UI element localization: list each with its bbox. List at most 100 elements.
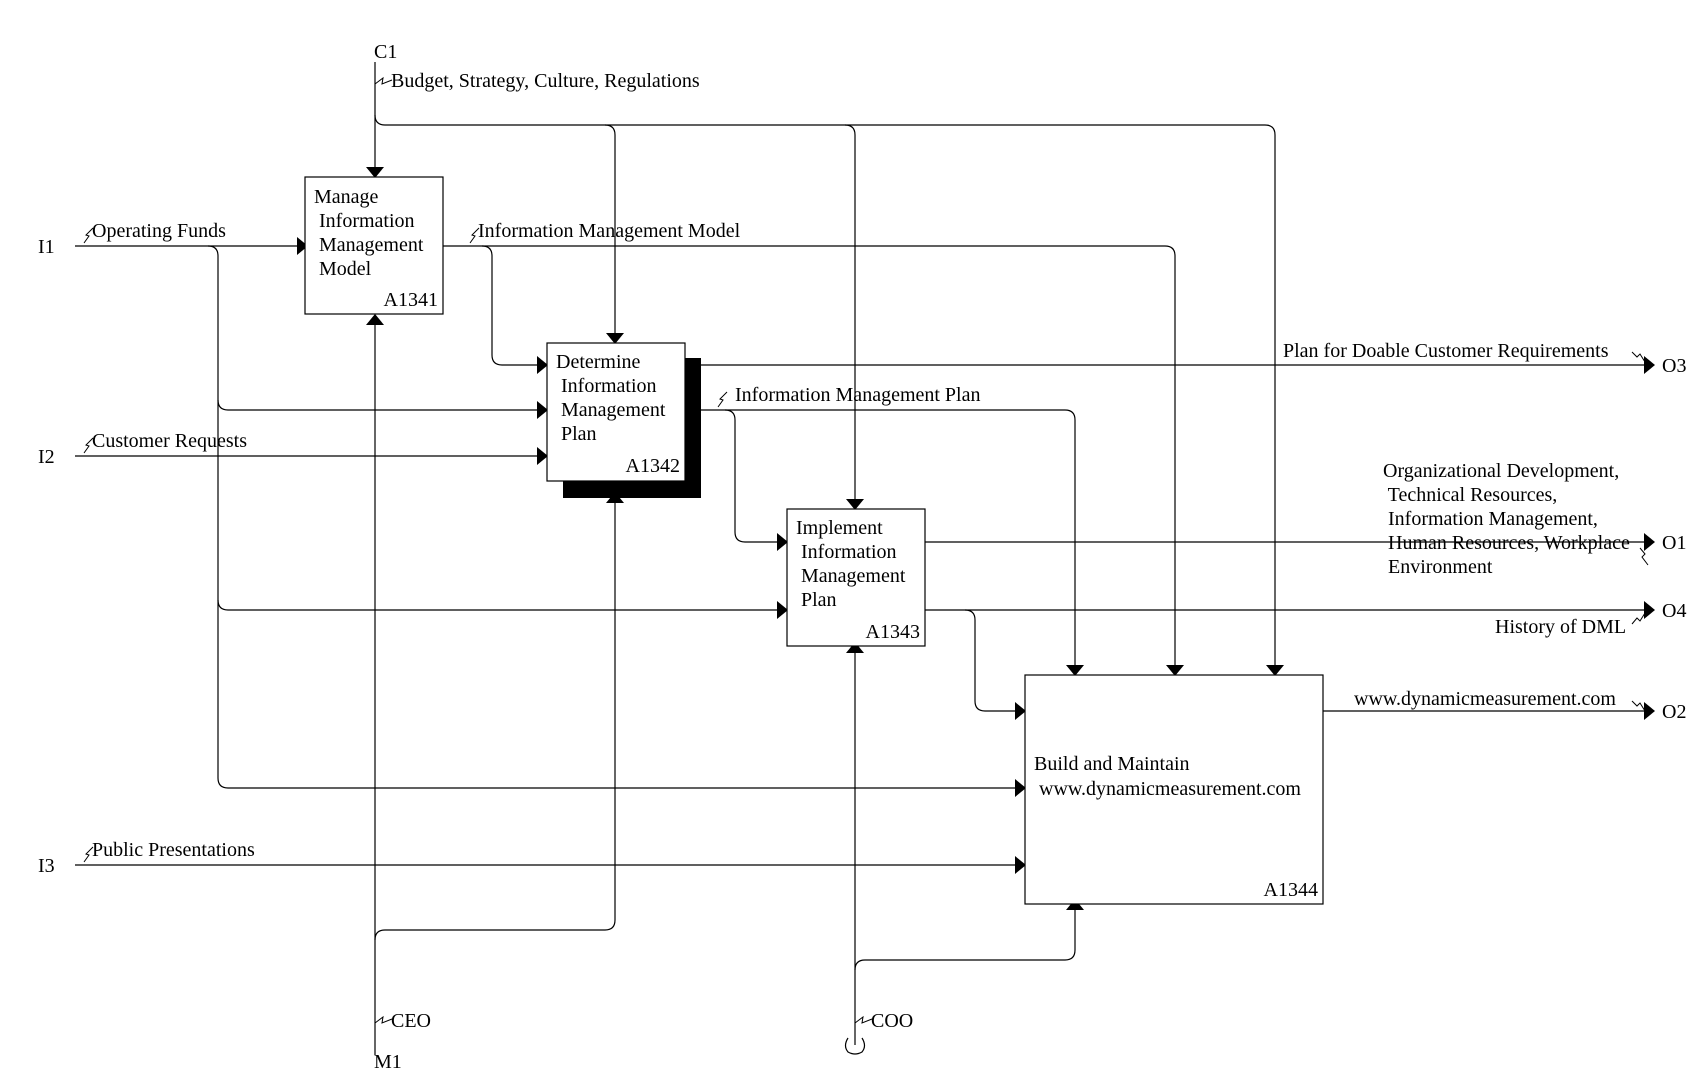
box-a1341-line-3: Management [314, 234, 424, 256]
i1-branch-to-a1342 [217, 399, 538, 411]
label-org-dev-2: Technical Resources, [1383, 484, 1557, 506]
label-operating-funds: Operating Funds [92, 220, 226, 242]
squiggle-org-dev [1639, 547, 1649, 566]
box-a1344-line-2: www.dynamicmeasurement.com [1034, 778, 1301, 800]
box-a1344-frame [1024, 674, 1324, 905]
box-a1342-line-3: Management [556, 399, 666, 421]
tunnel-o4: O4 [1662, 600, 1686, 622]
plan-arrow-to-a1343 [724, 409, 778, 543]
model-arrow-to-a1344 [443, 245, 1176, 666]
arrowhead-i1-a1342 [537, 401, 548, 419]
label-org-dev-5: Environment [1383, 556, 1493, 578]
box-a1341-line-1: Manage [314, 186, 379, 208]
label-ceo: CEO [391, 1010, 431, 1032]
arrowhead-o1 [1644, 533, 1655, 551]
squiggle-plan [717, 391, 728, 408]
arrowhead-m1-a1341 [366, 314, 384, 325]
c1-branch-to-a1344 [845, 124, 1276, 666]
label-org-dev-4: Human Resources, Workplace [1383, 532, 1630, 554]
a1343-to-a1344-arrow [964, 609, 1016, 712]
i1-branch-down [207, 245, 1016, 789]
tunnel-i1: I1 [38, 236, 55, 258]
arrowhead-model-a1344 [1166, 665, 1184, 676]
squiggle-website [1631, 700, 1646, 712]
model-arrow-to-a1342 [481, 245, 538, 366]
arrowhead-c1-a1344 [1266, 665, 1284, 676]
squiggle-plan-doable [1631, 351, 1646, 363]
coo-branch-to-a1344 [854, 903, 1076, 971]
label-info-mgmt-model: Information Management Model [478, 220, 741, 242]
arrowhead-o4 [1644, 601, 1655, 619]
activity-box-a1343[interactable]: Implement Information Management Plan A1… [786, 508, 926, 647]
arrowhead-i1-a1344 [1015, 779, 1026, 797]
box-a1341-number: A1341 [384, 289, 438, 311]
box-a1342-frame [546, 342, 686, 482]
squiggle-coo [854, 1015, 873, 1024]
arrowhead-c1-a1342 [606, 333, 624, 344]
label-org-dev-3: Information Management, [1383, 508, 1598, 530]
label-public-presentations: Public Presentations [92, 839, 255, 861]
arrowhead-c1-a1343 [846, 499, 864, 510]
arrow-labels: Budget, Strategy, Culture, Regulations O… [92, 70, 1630, 1032]
label-website: www.dynamicmeasurement.com [1354, 688, 1616, 710]
i1-branch-to-a1343 [217, 599, 778, 611]
box-a1343-number: A1343 [866, 621, 920, 643]
label-plan-doable: Plan for Doable Customer Requirements [1283, 340, 1609, 362]
arrowheads [297, 167, 1655, 910]
box-a1341-frame [304, 176, 444, 315]
m1-branch-to-a1342 [374, 497, 616, 941]
label-info-mgmt-plan: Information Management Plan [735, 384, 981, 406]
box-a1343-frame [786, 508, 926, 647]
squiggle-history [1631, 612, 1646, 625]
box-a1343-line-2: Information [796, 541, 897, 563]
arrowhead-model-a1342 [537, 356, 548, 374]
connectors [75, 62, 1645, 1055]
box-a1342-line-2: Information [556, 375, 657, 397]
tunnel-i2: I2 [38, 446, 55, 468]
coo-tunnel-marker [844, 1037, 866, 1055]
tunnel-m1: M1 [374, 1051, 402, 1073]
box-a1342-number: A1342 [626, 455, 680, 477]
label-controls: Budget, Strategy, Culture, Regulations [391, 70, 700, 92]
squiggle-public-presentations [83, 846, 94, 863]
label-history-dml: History of DML [1495, 616, 1626, 638]
box-a1343-line-4: Plan [796, 589, 837, 611]
activity-box-a1342[interactable]: Determine Information Management Plan A1… [546, 342, 701, 498]
activity-box-a1341[interactable]: Manage Information Management Model A134… [304, 176, 444, 315]
squiggle-model [469, 227, 480, 244]
arrowhead-i1-a1341 [297, 237, 308, 255]
squiggle-ceo [374, 1015, 393, 1024]
label-squiggles [83, 76, 1649, 1024]
arrowhead-o2 [1644, 702, 1655, 720]
box-a1342-line-1: Determine [556, 351, 641, 373]
plan-arrow-to-a1344 [701, 409, 1076, 666]
tunnel-c1: C1 [374, 41, 397, 63]
tunnel-i3: I3 [38, 855, 55, 877]
tunnel-o1: O1 [1662, 532, 1686, 554]
tunnel-o2: O2 [1662, 701, 1686, 723]
tunnel-codes: C1 I1 I2 I3 M1 O3 O1 O4 O2 [38, 41, 1686, 1073]
squiggle-controls [374, 76, 393, 85]
box-a1341-line-4: Model [314, 258, 372, 280]
squiggle-customer-requests [83, 437, 94, 454]
tunnel-o3: O3 [1662, 355, 1686, 377]
label-coo: COO [871, 1010, 913, 1032]
arrowhead-a1343-a1344 [1015, 702, 1026, 720]
box-a1344-number: A1344 [1264, 879, 1318, 901]
arrowhead-i3-a1344 [1015, 856, 1026, 874]
box-a1341-line-2: Information [314, 210, 415, 232]
arrowhead-plan-a1344 [1066, 665, 1084, 676]
arrowhead-plan-a1343 [777, 533, 788, 551]
label-org-dev-1: Organizational Development, [1383, 460, 1619, 482]
box-a1342-line-4: Plan [556, 423, 597, 445]
activity-box-a1344[interactable]: Build and Maintain www.dynamicmeasuremen… [1024, 674, 1324, 905]
box-a1344-line-1: Build and Maintain [1034, 753, 1190, 775]
arrowhead-c1-a1341 [366, 167, 384, 178]
arrowhead-coo-a1343 [846, 642, 864, 653]
box-a1343-line-3: Management [796, 565, 906, 587]
squiggle-operating-funds [83, 227, 94, 244]
arrowhead-i2-a1342 [537, 447, 548, 465]
label-customer-requests: Customer Requests [92, 430, 247, 452]
arrowhead-i1-a1343 [777, 601, 788, 619]
